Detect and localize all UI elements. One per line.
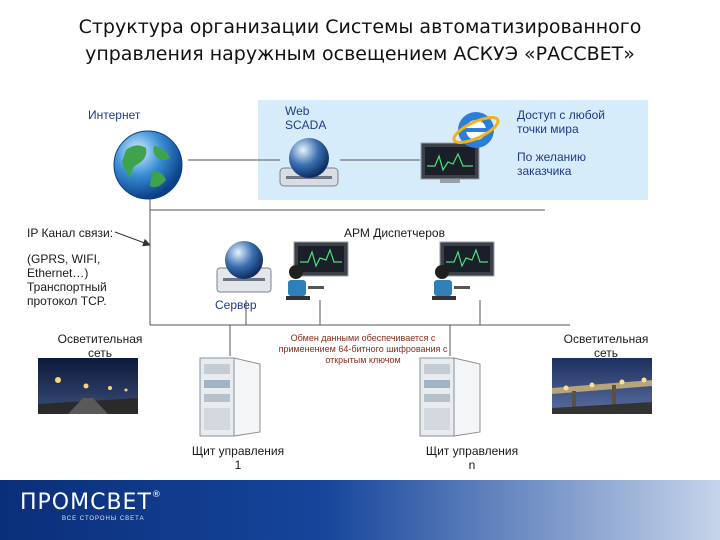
ip-channel-label: IP Канал связи:: [27, 226, 114, 240]
internet-label: Интернет: [88, 108, 141, 122]
arm-label: АРМ Диспетчеров: [344, 226, 445, 240]
operator-icon: [428, 240, 500, 306]
control-panel-n-label: Щит управления n: [425, 444, 519, 472]
company-logo: ПРОМСВЕТ®: [20, 490, 162, 515]
lighting-network-left-label: Осветительная сеть: [57, 332, 143, 360]
lighting-network-right-label: Осветительная сеть: [563, 332, 649, 360]
logo-text: ПРОМСВЕТ: [20, 490, 152, 515]
web-server-icon: [278, 134, 340, 190]
on-request-label: По желанию заказчика: [517, 150, 586, 178]
footer-bar: [0, 480, 720, 540]
browser-icon: [452, 108, 500, 152]
street-lighting-photo: [38, 358, 138, 414]
control-panel-1-label: Щит управления 1: [191, 444, 285, 472]
access-anywhere-label: Доступ с любой точки мира: [517, 108, 605, 136]
web-scada-label: Web SCADA: [285, 104, 327, 132]
operator-icon: [282, 240, 354, 306]
server-icon: [215, 238, 273, 296]
globe-icon: [108, 128, 188, 202]
control-cabinet-icon: [198, 356, 262, 438]
control-cabinet-icon: [418, 356, 482, 438]
server-label: Сервер: [215, 298, 257, 312]
company-tagline: ВСЕ СТОРОНЫ СВЕТА: [62, 516, 145, 522]
bridge-lighting-photo: [552, 358, 652, 414]
protocols-label: (GPRS, WIFI, Ethernet…) Транспортный про…: [27, 252, 107, 308]
page-title: Структура организации Системы автоматизи…: [78, 16, 642, 65]
registered-mark: ®: [151, 490, 162, 500]
monitor-icon: [420, 142, 480, 184]
encryption-note: Обмен данными обеспечивается с применени…: [278, 333, 448, 365]
